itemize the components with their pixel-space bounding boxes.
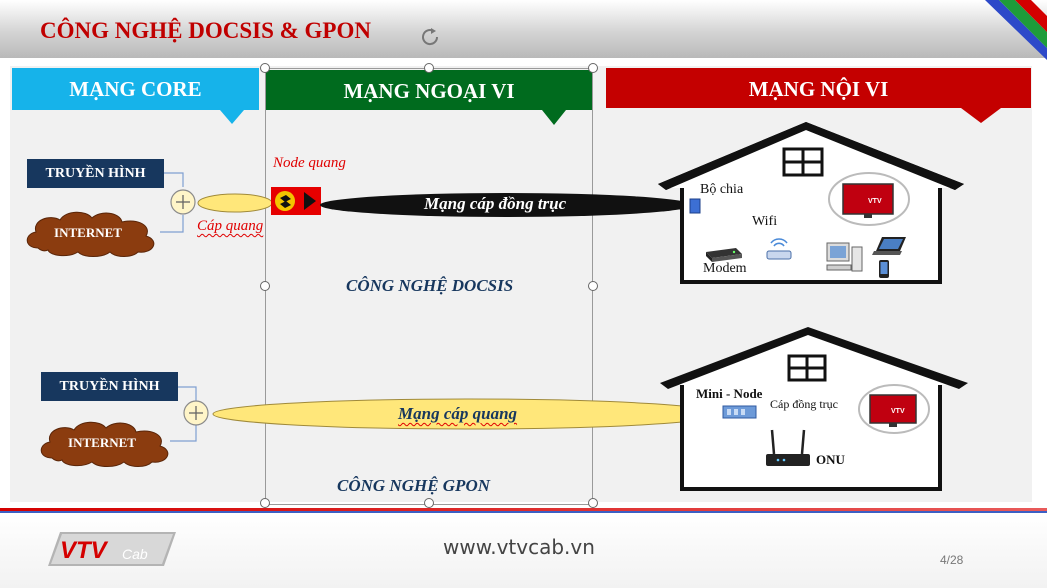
- desktop-computer-icon: [826, 242, 863, 272]
- core-header-shape: [12, 68, 259, 124]
- fiber-network-label: Mạng cáp quang: [398, 404, 518, 423]
- gpon-tv-box: TRUYỀN HÌNH: [41, 372, 178, 401]
- docsis-internet-label: INTERNET: [54, 225, 122, 240]
- core-header-label: MẠNG CORE: [69, 76, 202, 101]
- logo-sub: Cab: [122, 546, 148, 562]
- docsis-internet-cloud: [26, 211, 155, 257]
- selection-handles[interactable]: [258, 61, 600, 511]
- docsis-tv-box: TRUYỀN HÌNH: [27, 159, 164, 188]
- inside-header-label: MẠNG NỘI VI: [748, 76, 889, 101]
- page-number: 4/28: [940, 553, 964, 567]
- node-label: Node quang: [273, 155, 346, 171]
- footer-area: [0, 513, 1047, 588]
- vtvcab-logo: VTV Cab: [48, 532, 176, 566]
- splitter-icon: [689, 198, 701, 214]
- inside-header-shape: [606, 68, 1031, 123]
- docsis-combiner-icon: [170, 189, 196, 215]
- slide-title: CÔNG NGHỆ DOCSIS & GPON: [40, 18, 371, 43]
- modem-label: Modem: [703, 261, 747, 276]
- title-bar: [0, 0, 1047, 58]
- svg-text:VTV: VTV: [868, 198, 882, 205]
- phone-icon: [879, 260, 889, 278]
- docsis-fiber-label: Cáp quang: [197, 218, 264, 234]
- splitter-label: Bộ chia: [700, 182, 744, 197]
- coax-network-label: Mạng cáp đồng trục: [424, 194, 567, 213]
- gpon-internet-cloud: [40, 421, 169, 467]
- gpon-tech-label: CÔNG NGHỆ GPON: [337, 476, 490, 495]
- gpon-combiner-icon: [183, 400, 209, 426]
- rotate-handle-icon[interactable]: [418, 25, 442, 49]
- mininode-icon: [722, 405, 757, 419]
- docsis-fiber-ellipse: [197, 193, 273, 213]
- docsis-tech-label: CÔNG NGHỆ DOCSIS: [346, 276, 514, 295]
- logo-text: VTV: [60, 537, 109, 564]
- onu-label: ONU: [816, 452, 845, 467]
- onu-router-icon: [766, 429, 810, 466]
- coax-network-ellipse: [320, 193, 692, 217]
- website-text: www.vtvcab.vn: [443, 535, 595, 559]
- footer-line-red: [0, 508, 1047, 511]
- mininode-label: Mini - Node: [696, 386, 763, 401]
- corner-stripes: [985, 0, 1047, 60]
- gpon-coax-label: Cáp đồng trục: [770, 397, 838, 411]
- modem-icon: [706, 248, 742, 262]
- svg-text:VTV: VTV: [891, 408, 905, 415]
- gpon-internet-label: INTERNET: [68, 435, 136, 450]
- outside-header-shape: [266, 70, 592, 125]
- footer-line-blue: [0, 511, 1047, 513]
- gpon-tv-icon: VTV: [858, 384, 930, 434]
- optical-node-icon: [271, 187, 321, 215]
- docsis-tv-icon: VTV: [828, 172, 910, 226]
- laptop-icon: [872, 237, 906, 255]
- outside-header-label: MẠNG NGOẠI VI: [343, 78, 515, 103]
- wifi-label: Wifi: [752, 214, 778, 229]
- wifi-router-icon: [766, 238, 792, 260]
